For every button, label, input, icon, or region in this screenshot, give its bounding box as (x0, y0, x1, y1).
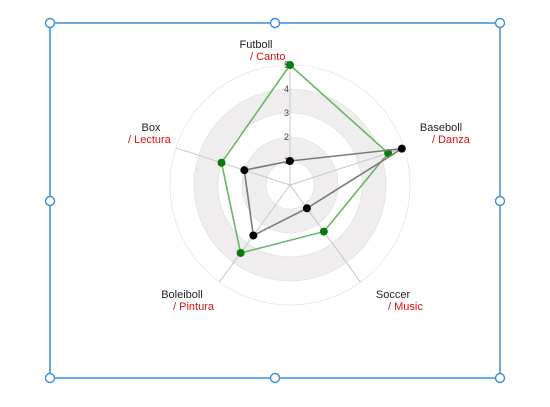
radar-series (217, 61, 406, 257)
data-point[interactable] (319, 227, 328, 236)
axis-sub-label: / Music (388, 301, 423, 313)
series-line (220, 63, 390, 254)
axis-line (175, 147, 291, 186)
resize-handle-bottom[interactable] (269, 372, 281, 384)
axis-label-box: Box/ Lectura (128, 122, 172, 146)
tick-label: 3 (284, 108, 289, 118)
axis-sub-label: / Canto (250, 51, 285, 63)
data-point[interactable] (286, 61, 294, 69)
data-point[interactable] (286, 157, 294, 165)
axis-name: Box (142, 122, 161, 134)
axis-label-baseboll: Baseboll/ Danza (420, 122, 471, 146)
axis-label-soccer: Soccer/ Music (376, 289, 423, 313)
tick-label: 4 (284, 84, 289, 94)
axis-name: Boleiboll (161, 289, 203, 301)
data-point[interactable] (236, 248, 245, 257)
selection-frame[interactable] (44, 17, 506, 384)
resize-handle-right[interactable] (494, 195, 506, 207)
axis-name: Futboll (239, 39, 272, 51)
data-point[interactable] (249, 231, 258, 240)
axis-label-boleiboll: Boleiboll/ Pintura (161, 289, 215, 313)
axis-label-futboll: Futboll/ Canto (239, 39, 285, 63)
axis-name: Soccer (376, 289, 411, 301)
resize-handle-bottom-right[interactable] (494, 372, 506, 384)
axis-sub-label: / Pintura (173, 301, 215, 313)
resize-handle-top-right[interactable] (494, 17, 506, 29)
resize-handle-top-left[interactable] (44, 17, 56, 29)
data-point[interactable] (217, 158, 226, 167)
data-point[interactable] (302, 204, 311, 213)
resize-handle-top[interactable] (269, 17, 281, 29)
resize-handle-left[interactable] (44, 195, 56, 207)
data-point[interactable] (397, 144, 406, 153)
axis-sub-label: / Lectura (128, 134, 172, 146)
series-2 (240, 144, 406, 240)
axis-name: Baseboll (420, 122, 462, 134)
series-1 (217, 61, 393, 257)
resize-handle-bottom-left[interactable] (44, 372, 56, 384)
data-point[interactable] (240, 166, 249, 175)
series-line (243, 147, 403, 237)
tick-label: 2 (284, 132, 289, 142)
axis-sub-label: / Danza (432, 134, 471, 146)
